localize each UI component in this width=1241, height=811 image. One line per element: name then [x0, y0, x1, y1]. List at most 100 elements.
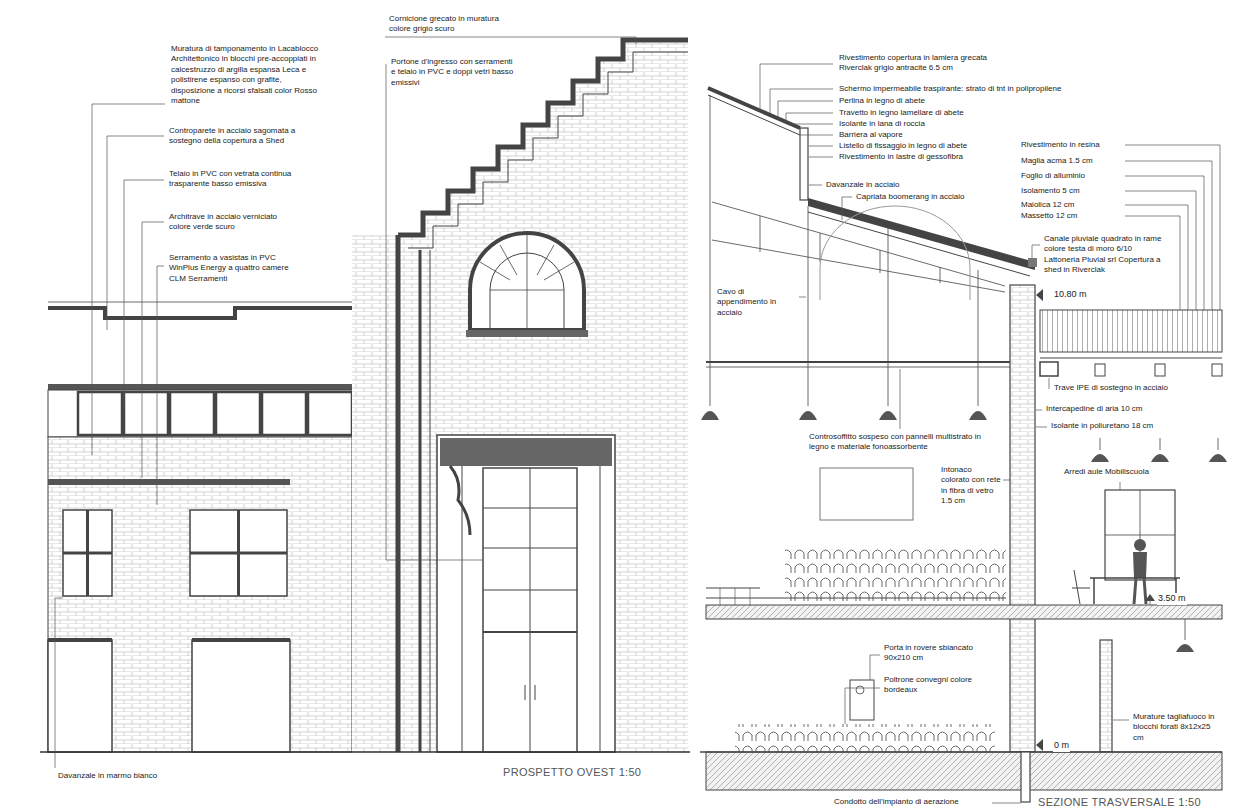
- annotation-label: Controparete in acciaio sagomata a soste…: [168, 126, 308, 147]
- left-wing-facade-part: [63, 510, 112, 596]
- section-drawing-part: [1036, 289, 1043, 751]
- leader-lines-part: [760, 64, 833, 110]
- left-wing-facade-part: [48, 437, 352, 752]
- annotation-label: 0 m: [1053, 740, 1070, 752]
- leader-lines-part: [1113, 720, 1129, 721]
- annotation-label: 10.80 m: [1053, 289, 1088, 301]
- leader-lines-part: [870, 655, 880, 680]
- gable-facade-part: [483, 468, 577, 752]
- left-wing-facade-part: [48, 638, 112, 642]
- annotation-label: Murature tagliafuoco in blocchi forati 8…: [1132, 712, 1220, 743]
- left-wing-facade-part: [170, 392, 214, 435]
- left-wing-facade-part: [124, 392, 168, 435]
- annotation-label: Foglio di alluminio: [1020, 171, 1086, 181]
- annotation-label: Architrave in acciaio verniciato colore …: [168, 212, 293, 233]
- section-drawing-part: [708, 88, 800, 128]
- annotation-label: Cornicione grecato in muratura colore gr…: [388, 14, 518, 35]
- leader-lines-part: [799, 297, 806, 298]
- leader-lines-part: [800, 135, 833, 136]
- gable-facade-part: [430, 250, 431, 752]
- annotation-label: Canale pluviale quadrato in rame colore …: [1043, 234, 1168, 276]
- leader-lines: [55, 37, 1220, 803]
- leader-lines-part: [809, 157, 833, 158]
- leader-lines-part: [142, 222, 164, 478]
- section-drawing-part: [1212, 364, 1222, 376]
- annotation-label: Controsoffitto sospeso con pannelli mult…: [808, 432, 993, 453]
- section-drawing-part: [735, 724, 995, 752]
- gable-facade-part: [462, 466, 600, 752]
- gable-facade-part: [352, 40, 688, 752]
- left-wing-facade-part: [78, 392, 122, 435]
- gable-facade-part: [450, 466, 470, 535]
- annotation-label: Davanzale in marmo bianco: [57, 771, 158, 781]
- gable-facade-part: [466, 330, 588, 337]
- annotation-label: Cavo di appendimento in acciaio: [716, 287, 796, 318]
- section-drawing-part: [712, 202, 1005, 292]
- annotation-label: Rivestimento in lastre di gessofibra: [838, 152, 964, 162]
- left-wing-facade-part: [48, 640, 112, 752]
- annotation-label: Intonaco colorato con rete in fibra di v…: [940, 465, 1002, 507]
- left-wing-facade-part: [48, 384, 352, 390]
- leader-lines-part: [900, 369, 901, 429]
- section-drawing-part: [710, 95, 978, 406]
- section-drawing-part: [1134, 539, 1146, 551]
- left-wing-facade-part: [192, 638, 290, 642]
- section-drawing-part: [706, 588, 1006, 598]
- annotation-label: Isolante in poliuretano 18 cm: [1050, 421, 1154, 431]
- left-wing-facade-part: [190, 510, 287, 596]
- section-drawing-part: [785, 546, 1006, 602]
- leader-lines-part: [809, 185, 822, 186]
- section-drawing-part: [1091, 454, 1227, 462]
- leader-lines-part: [1036, 410, 1042, 411]
- gable-facade-part: [470, 233, 584, 330]
- left-wing-facade-part: [262, 392, 306, 435]
- section-drawing-part: [856, 686, 864, 694]
- leader-lines-part: [386, 64, 483, 560]
- leader-lines-part: [992, 803, 1021, 804]
- leader-lines-part: [124, 180, 164, 410]
- leader-lines-part: [157, 266, 164, 505]
- section-drawing-part: [1028, 258, 1037, 267]
- gable-facade-part: [480, 233, 574, 330]
- section-drawing-part: [1100, 640, 1112, 752]
- annotation-label: Poltrone convegni colore bordeaux: [883, 675, 975, 696]
- annotation-label: Maglia acma 1.5 cm: [1020, 156, 1094, 166]
- section-drawing-part: [1155, 364, 1165, 376]
- leader-lines-part: [1150, 596, 1151, 605]
- gable-facade-part: [483, 468, 577, 752]
- annotation-label: Maiolica 12 cm: [1020, 200, 1075, 210]
- annotation-label: Telaio in PVC con vetrata continua trasp…: [168, 169, 308, 190]
- left-wing-facade-part: [308, 392, 352, 435]
- section-drawing-part: [706, 605, 1222, 619]
- gable-facade: [352, 40, 688, 752]
- section-drawing-part: [706, 361, 1010, 363]
- leader-lines-part: [1032, 245, 1040, 258]
- gable-facade-part: [419, 250, 422, 752]
- section-drawing-part: [808, 212, 1030, 276]
- section-drawing-part: [1176, 644, 1194, 652]
- section-drawing-part: [1010, 285, 1035, 752]
- section-drawing-part: [1105, 490, 1175, 580]
- left-wing-facade-part: [48, 390, 352, 437]
- section-drawing-part: [850, 680, 874, 720]
- section-drawing: [700, 88, 1227, 802]
- drawing-title: SEZIONE TRASVERSALE 1:50: [1037, 795, 1202, 809]
- annotation-label: 3.50 m: [1157, 593, 1187, 605]
- gable-facade-part: [396, 235, 401, 752]
- section-drawing-part: [706, 752, 1222, 790]
- section-drawing-part: [1040, 362, 1058, 376]
- leader-lines-part: [809, 146, 833, 147]
- section-drawing-part: [1105, 490, 1175, 580]
- annotation-label: Listello di fissaggio in legno di abete: [838, 141, 968, 151]
- annotation-label: Intercapedine di aria 10 cm: [1045, 404, 1144, 414]
- gable-facade-part: [525, 685, 535, 700]
- annotation-label: Massetto 12 cm: [1020, 211, 1078, 221]
- section-drawing-part: [820, 206, 970, 300]
- section-drawing-part: [700, 751, 1222, 753]
- section-drawing-part: [1100, 438, 1218, 450]
- section-drawing-part: [706, 367, 1010, 368]
- section-drawing-part: [1040, 358, 1222, 359]
- section-drawing-part: [701, 411, 987, 420]
- section-drawing-part: [808, 198, 1035, 270]
